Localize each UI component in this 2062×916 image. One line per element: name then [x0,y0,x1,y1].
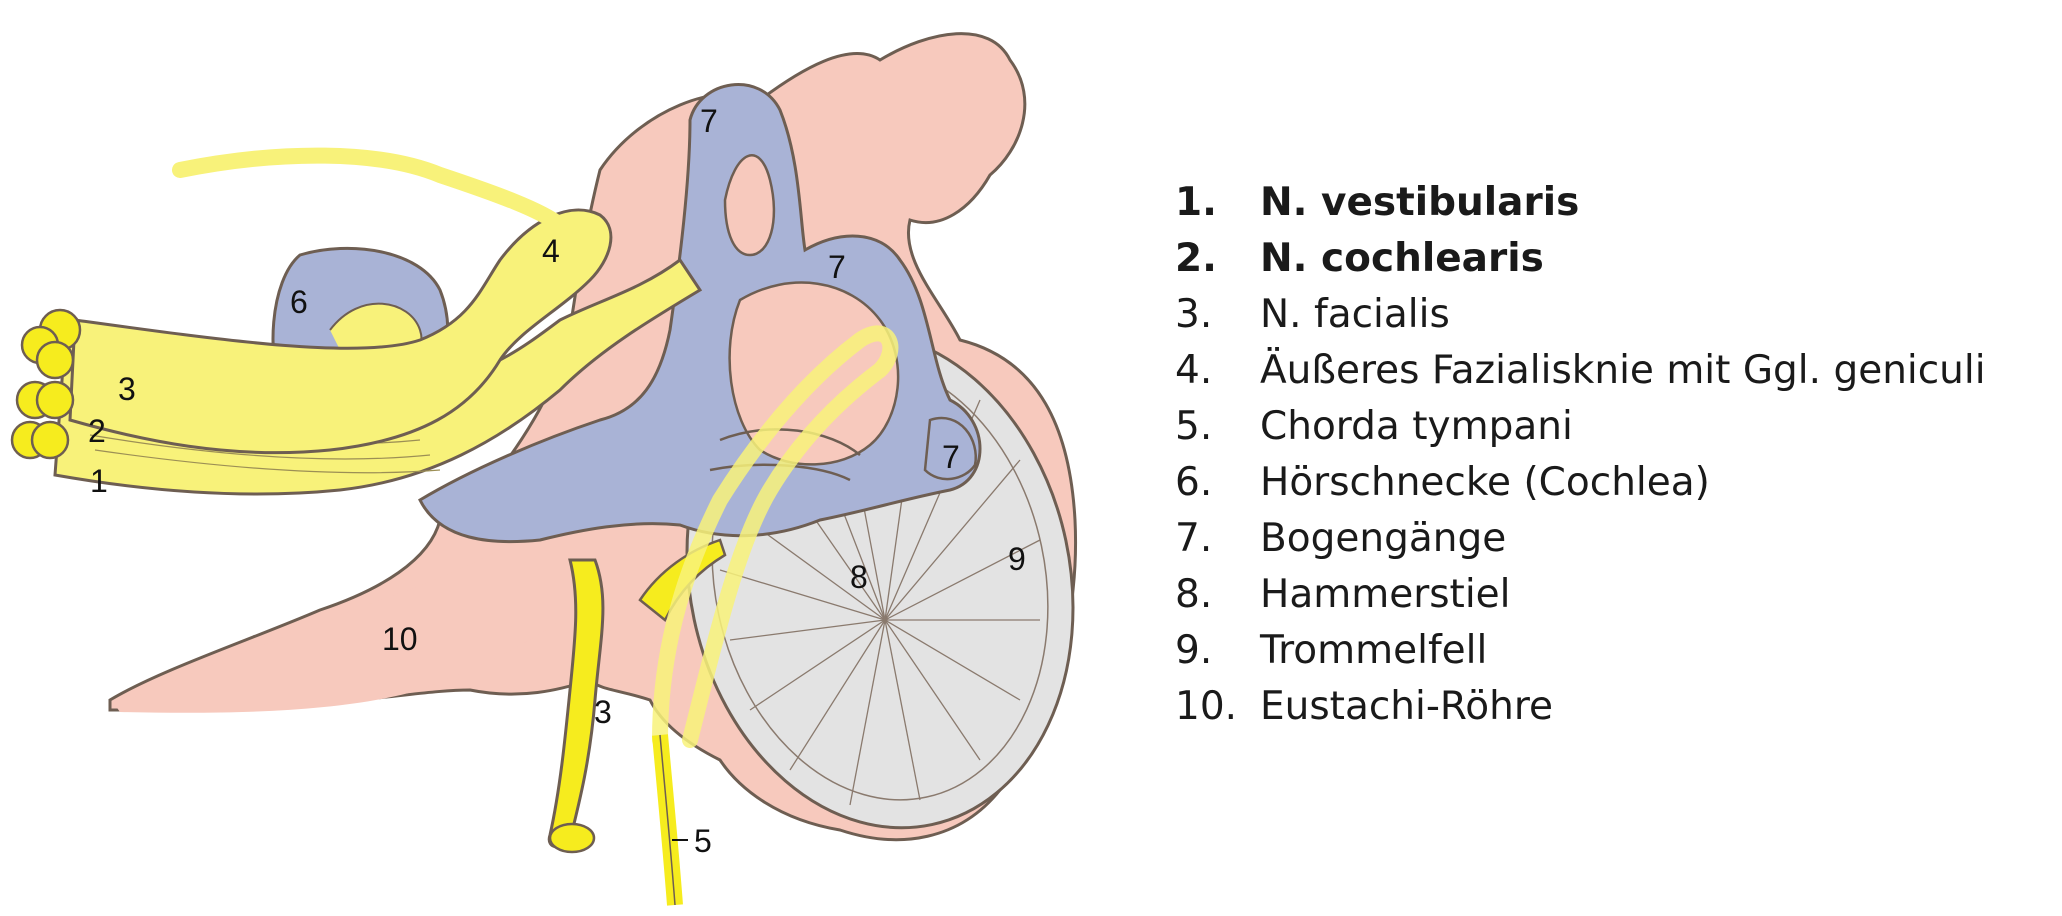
label-3-bottom: 3 [594,694,612,730]
legend-item: 5. Chorda tympani [1175,404,2055,460]
legend-number: 1. [1175,180,1217,225]
legend-number: 6. [1175,460,1213,505]
legend-number: 10. [1175,684,1238,729]
legend-text: Hammerstiel [1260,572,1511,617]
legend-text: Eustachi-Röhre [1260,684,1554,729]
legend: 1. N. vestibularis 2. N. cochlearis 3. N… [1175,180,2055,740]
legend-item: 6. Hörschnecke (Cochlea) [1175,460,2055,516]
legend-text: N. cochlearis [1260,236,1544,281]
label-7-top: 7 [700,103,718,139]
label-9: 9 [1008,541,1026,577]
label-3-top: 3 [118,371,136,407]
chorda-tympani [652,325,899,906]
legend-item: 3. N. facialis [1175,292,2055,348]
legend-number: 8. [1175,572,1213,617]
label-5: 5 [694,823,712,859]
legend-item: 10. Eustachi-Röhre [1175,684,2055,740]
eustachian-tube [115,540,560,713]
legend-item: 4. Äußeres Fazialisknie mit Ggl. genicul… [1175,348,2055,404]
label-1: 1 [90,463,108,499]
label-4: 4 [542,233,560,269]
legend-text: Trommelfell [1260,628,1488,673]
legend-text: Bogengänge [1260,516,1507,561]
ear-anatomy-diagram: 1 2 3 3 4 5 6 7 7 7 8 9 10 [10,32,1078,906]
legend-text: N. vestibularis [1260,180,1580,225]
legend-text: Hörschnecke (Cochlea) [1260,460,1710,505]
label-8: 8 [850,559,868,595]
label-7-middle: 7 [828,249,846,285]
legend-item: 9. Trommelfell [1175,628,2055,684]
legend-number: 9. [1175,628,1213,673]
legend-item: 1. N. vestibularis [1175,180,2055,236]
legend-text: Chorda tympani [1260,404,1573,449]
label-2: 2 [88,413,106,449]
label-10: 10 [382,621,418,657]
label-7-right: 7 [942,439,960,475]
nerve-stumps [10,308,82,460]
legend-text: N. facialis [1260,292,1450,337]
legend-number: 5. [1175,404,1213,449]
legend-number: 4. [1175,348,1213,393]
legend-number: 7. [1175,516,1213,561]
label-6: 6 [290,284,308,320]
legend-item: 7. Bogengänge [1175,516,2055,572]
legend-number: 3. [1175,292,1213,337]
legend-number: 2. [1175,236,1217,281]
legend-item: 8. Hammerstiel [1175,572,2055,628]
legend-text: Äußeres Fazialisknie mit Ggl. geniculi [1260,348,1986,393]
legend-item: 2. N. cochlearis [1175,236,2055,292]
